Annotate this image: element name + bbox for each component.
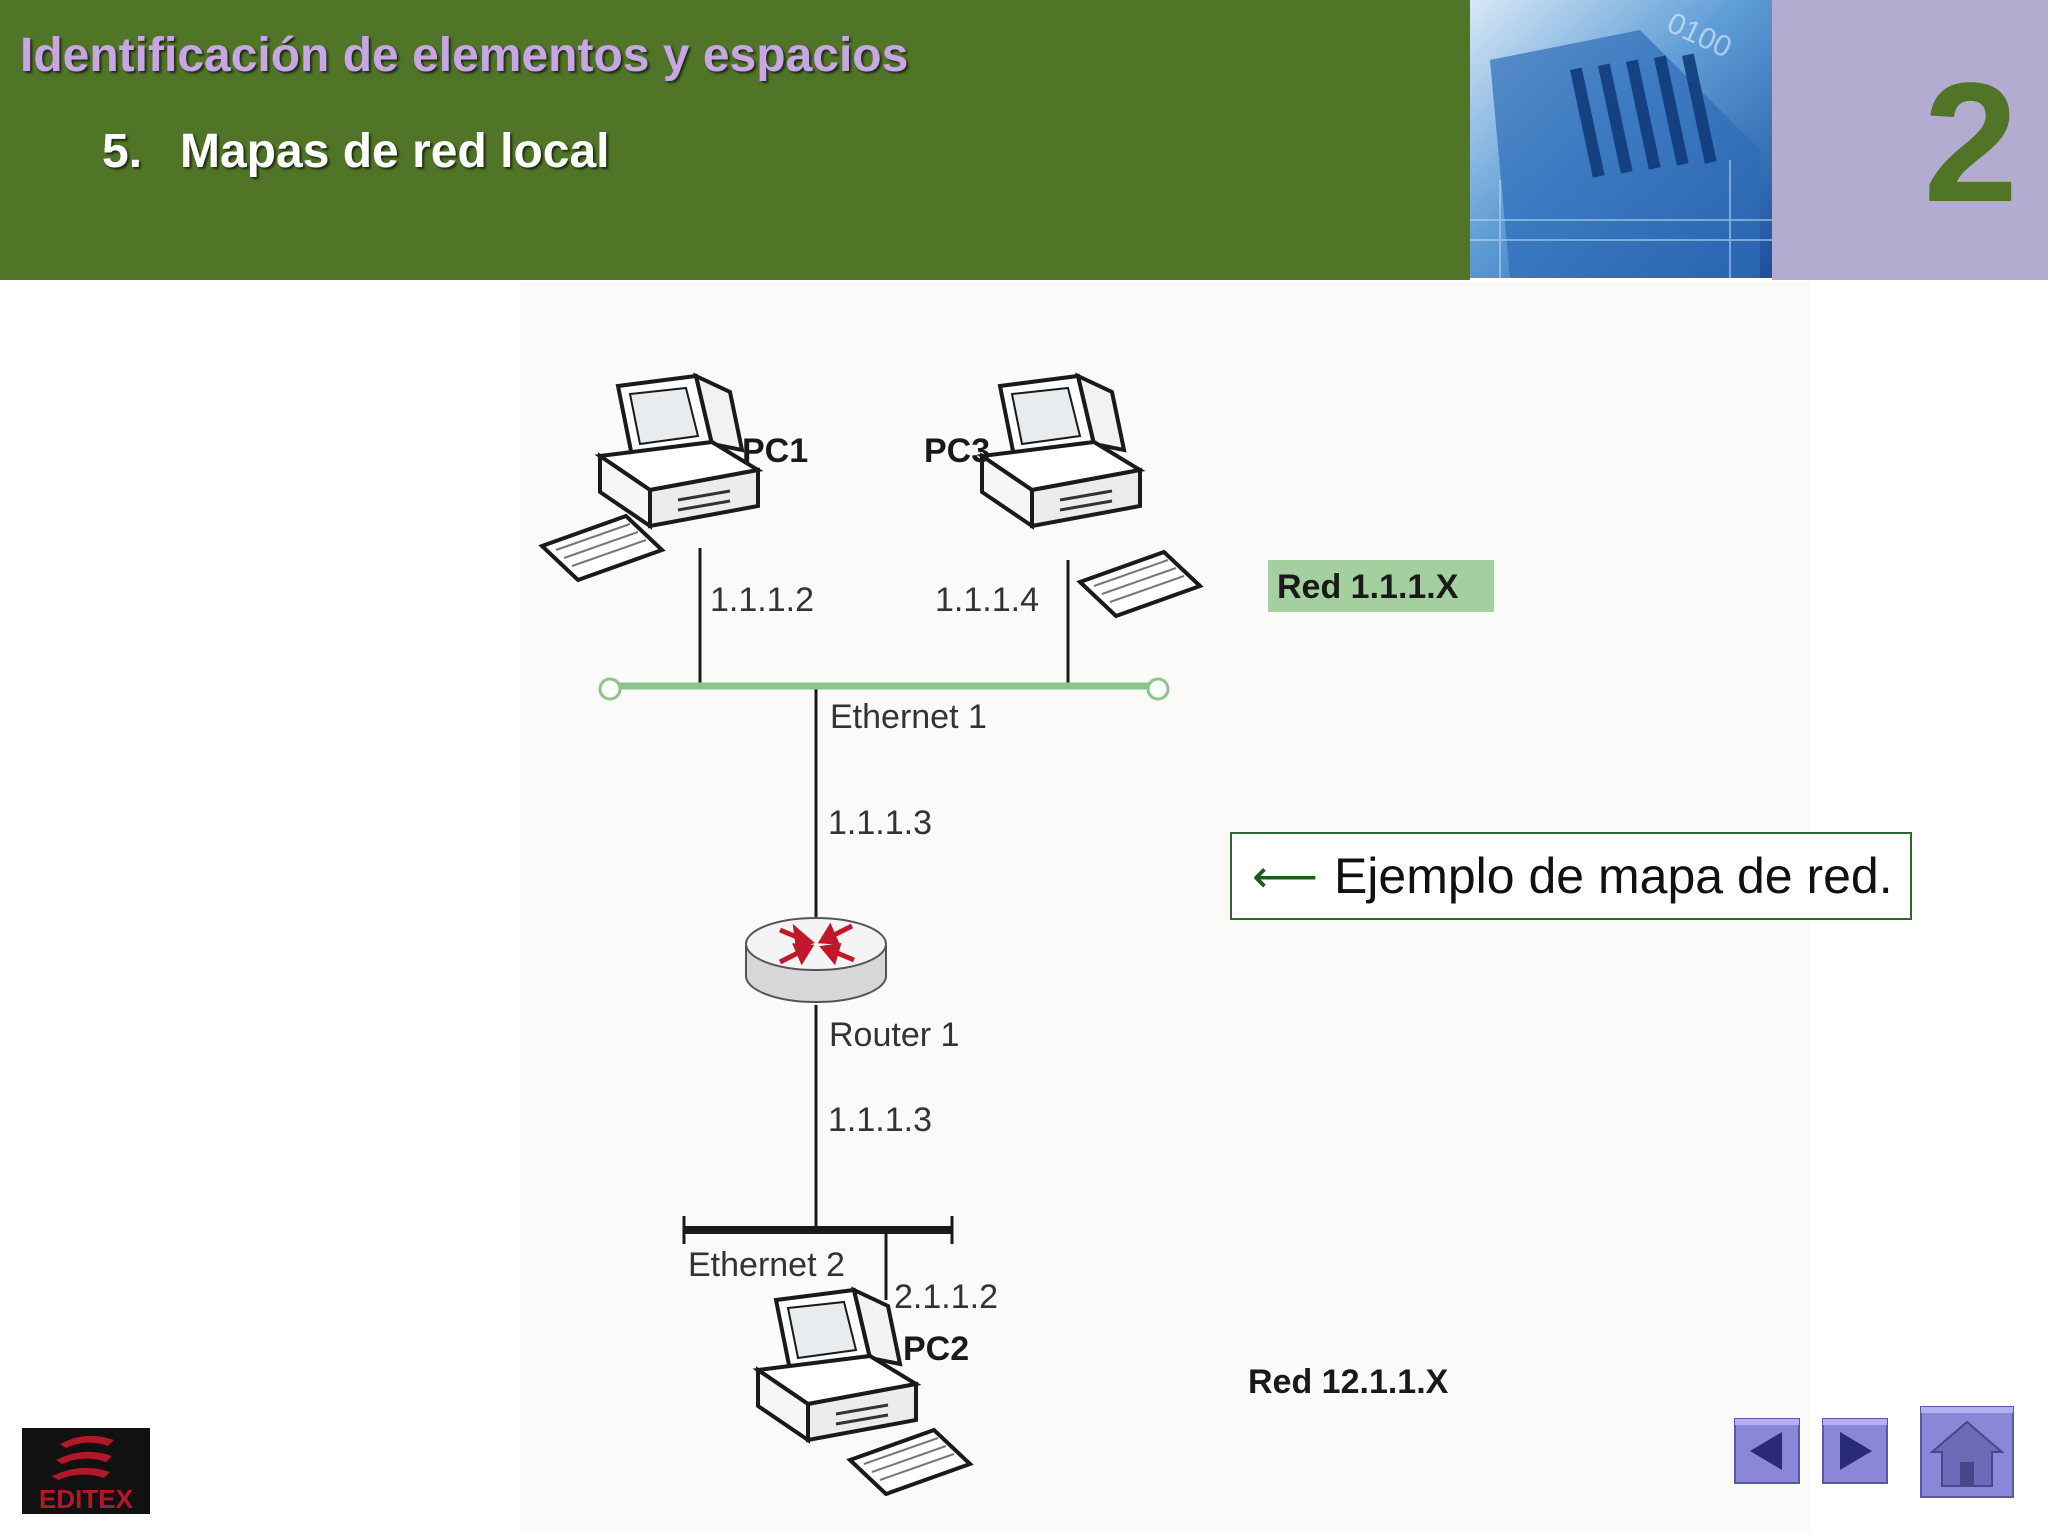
section-number: 5. — [102, 125, 143, 178]
previous-slide-button[interactable] — [1734, 1418, 1800, 1484]
next-arrow-icon — [1822, 1418, 1888, 1484]
pc3-label: PC3 — [924, 432, 990, 470]
home-button[interactable] — [1920, 1406, 2014, 1498]
pc1-ip: 1.1.1.2 — [710, 581, 814, 619]
ethernet1-label: Ethernet 1 — [830, 698, 987, 736]
network-bottom-label: Red 12.1.1.X — [1248, 1363, 1449, 1401]
home-icon — [1920, 1406, 2014, 1498]
chapter-panel: 2 — [1772, 0, 2048, 280]
network-connector-photo: 0100 — [1470, 0, 1772, 278]
section-title: Mapas de red local — [180, 125, 610, 178]
chapter-number: 2 — [1923, 48, 2018, 238]
previous-arrow-icon — [1734, 1418, 1800, 1484]
logo-text: EDITEX — [39, 1484, 134, 1514]
pc3-icon — [980, 374, 1202, 618]
section-heading: 5. Mapas de red local — [102, 124, 610, 179]
router-ip-top: 1.1.1.3 — [828, 804, 932, 842]
pc2-label: PC2 — [903, 1330, 969, 1368]
pc1-icon — [540, 374, 760, 582]
header-banner: Identificación de elementos y espacios 5… — [0, 0, 1470, 280]
network-top-label: Red 1.1.1.X — [1277, 568, 1459, 606]
caption-text: Ejemplo de mapa de red. — [1333, 848, 1893, 904]
left-arrow-icon: ⟵ — [1252, 850, 1318, 902]
ethernet2-label: Ethernet 2 — [688, 1246, 845, 1284]
pc2-ip: 2.1.1.2 — [894, 1278, 998, 1316]
caption-callout: ⟵ Ejemplo de mapa de red. — [1230, 832, 1912, 920]
slide-title: Identificación de elementos y espacios — [20, 29, 909, 82]
router-ip-bottom: 1.1.1.3 — [828, 1101, 932, 1139]
pc1-label: PC1 — [742, 432, 808, 470]
pc2-icon — [756, 1288, 972, 1496]
network-top-badge — [1268, 560, 1494, 612]
next-slide-button[interactable] — [1822, 1418, 1888, 1484]
ethernet1-bus — [598, 677, 1170, 701]
router-icon — [745, 917, 887, 1003]
ethernet2-bus — [682, 1216, 954, 1244]
router-label: Router 1 — [829, 1016, 959, 1054]
pc3-ip: 1.1.1.4 — [935, 581, 1039, 619]
editex-logo: EDITEX — [22, 1428, 150, 1514]
